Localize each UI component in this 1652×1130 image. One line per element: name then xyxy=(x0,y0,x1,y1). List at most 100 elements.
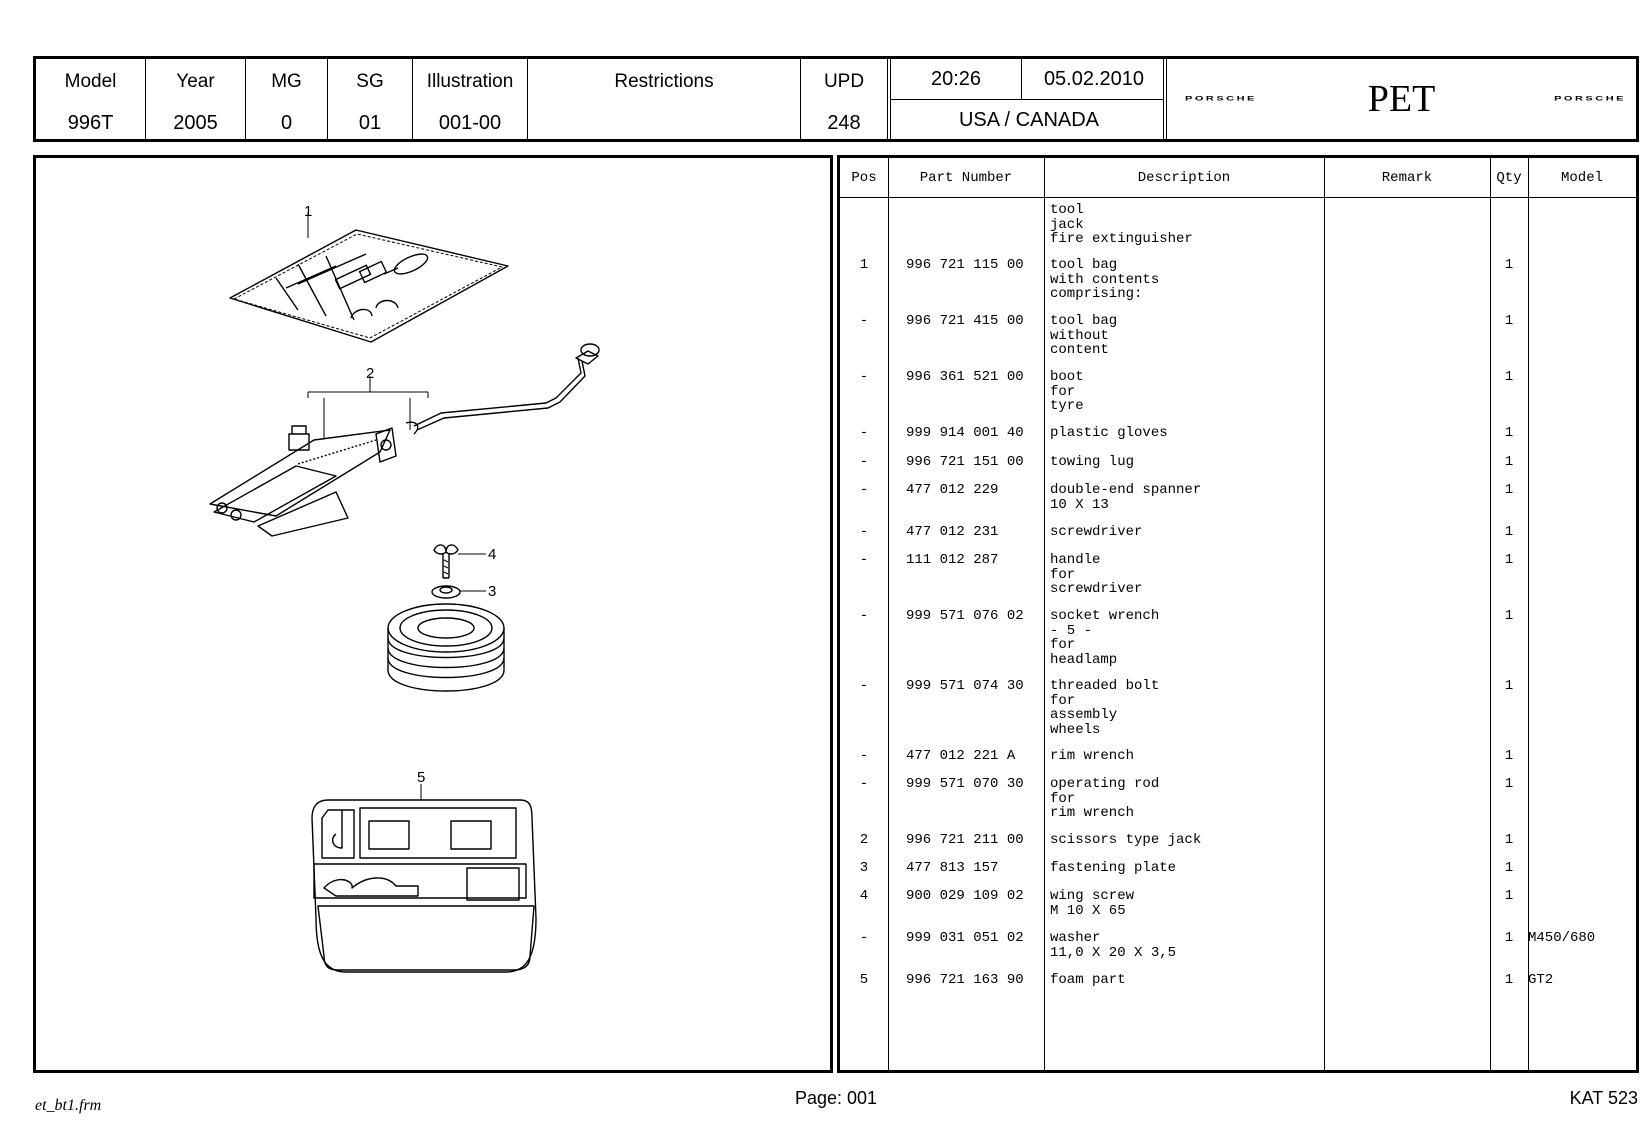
row-description: tool bag with contents comprising: xyxy=(1050,257,1160,302)
restrictions-label: Restrictions xyxy=(614,71,714,92)
column-header-qty: Qty xyxy=(1496,170,1522,186)
sg-value: 01 xyxy=(358,112,382,134)
row-part-number: 999 571 074 30 xyxy=(906,678,1024,694)
row-description: foam part xyxy=(1050,972,1126,988)
row-part-number: 477 012 231 xyxy=(906,524,999,540)
mg-value: 0 xyxy=(280,112,293,134)
row-description: towing lug xyxy=(1050,454,1135,470)
row-description: socket wrench - 5 - for headlamp xyxy=(1050,608,1160,668)
illustration-cell: Illustration 001-00 xyxy=(413,59,528,139)
illustration-panel: 1 2 4 3 5 xyxy=(33,155,833,1073)
row-part-number: 111 012 287 xyxy=(906,552,999,568)
row-part-number: 477 813 157 xyxy=(906,860,999,876)
row-part-number: 996 721 151 00 xyxy=(906,454,1024,470)
row-part-number: 996 721 211 00 xyxy=(906,832,1024,848)
row-description: screwdriver xyxy=(1050,524,1143,540)
row-qty: 1 xyxy=(1504,257,1514,273)
row-pos: - xyxy=(859,482,869,498)
row-qty: 1 xyxy=(1504,888,1514,904)
row-pos: 2 xyxy=(859,832,869,848)
row-qty: 1 xyxy=(1504,776,1514,792)
row-part-number: 999 571 076 02 xyxy=(906,608,1024,624)
row-part-number: 996 361 521 00 xyxy=(906,369,1024,385)
row-qty: 1 xyxy=(1504,552,1514,568)
row-pos: - xyxy=(859,776,869,792)
row-part-number: 477 012 221 A xyxy=(906,748,1016,764)
mg-cell: MG 0 xyxy=(246,59,328,139)
restrictions-cell: Restrictions xyxy=(528,59,801,139)
illustration-value: 001-00 xyxy=(438,112,502,134)
row-pos: 3 xyxy=(859,860,869,876)
row-part-number: 477 012 229 xyxy=(906,482,999,498)
foam-part-drawing xyxy=(311,784,537,973)
row-qty: 1 xyxy=(1504,832,1514,848)
callout-5: 5 xyxy=(417,769,425,786)
row-model: M450/680 xyxy=(1528,930,1596,946)
row-part-number: 996 721 163 90 xyxy=(906,972,1024,988)
row-description: tool bag without content xyxy=(1050,313,1118,358)
row-qty: 1 xyxy=(1504,972,1514,988)
row-part-number: 900 029 109 02 xyxy=(906,888,1024,904)
brand-box: PORSCHE PET PORSCHE xyxy=(1167,59,1636,139)
row-qty: 1 xyxy=(1504,313,1514,329)
column-header-description: Description xyxy=(1137,170,1231,186)
row-qty: 1 xyxy=(1504,748,1514,764)
sg-cell: SG 01 xyxy=(328,59,413,139)
row-part-number: 996 721 415 00 xyxy=(906,313,1024,329)
row-part-number: 999 031 051 02 xyxy=(906,930,1024,946)
model-value: 996T xyxy=(67,112,114,134)
app-title: PET xyxy=(1367,78,1436,120)
exploded-view-drawing: 1 2 4 3 5 xyxy=(209,203,600,973)
parts-table: Pos Part Number Description Remark Qty M… xyxy=(837,155,1639,1073)
row-description: double-end spanner 10 X 13 xyxy=(1050,482,1202,513)
row-qty: 1 xyxy=(1504,482,1514,498)
spare-tyre-drawing xyxy=(387,603,505,692)
header-bar: Model 996T Year 2005 MG 0 SG 01 Illustra… xyxy=(33,56,1639,142)
row-description: fastening plate xyxy=(1050,860,1177,876)
row-pos: - xyxy=(859,930,869,946)
row-part-number: 999 914 001 40 xyxy=(906,425,1024,441)
row-pos: 1 xyxy=(859,257,869,273)
callout-1: 1 xyxy=(304,203,312,220)
row-description: operating rod for rim wrench xyxy=(1050,776,1160,821)
row-description: threaded bolt for assembly wheels xyxy=(1050,678,1160,738)
porsche-logo-right: PORSCHE xyxy=(1554,95,1626,103)
scissors-jack-drawing xyxy=(209,343,600,537)
upd-cell: UPD 248 xyxy=(801,59,891,139)
callout-4: 4 xyxy=(488,546,496,563)
row-pos: - xyxy=(859,608,869,624)
row-description: tool jack fire extinguisher xyxy=(1050,202,1193,247)
porsche-logo-left: PORSCHE xyxy=(1185,95,1257,103)
region-value: USA / CANADA xyxy=(958,109,1100,131)
row-description: wing screw M 10 X 65 xyxy=(1050,888,1135,919)
illustration-label: Illustration xyxy=(426,71,514,92)
column-header-part-number: Part Number xyxy=(919,170,1013,186)
form-name: et_bt1.frm xyxy=(35,1097,102,1114)
date-value: 05.02.2010 xyxy=(1043,68,1145,90)
row-description: handle for screwdriver xyxy=(1050,552,1143,597)
row-qty: 1 xyxy=(1504,524,1514,540)
row-qty: 1 xyxy=(1504,608,1514,624)
sg-label: SG xyxy=(356,71,384,92)
row-pos: - xyxy=(859,524,869,540)
upd-label: UPD xyxy=(823,71,865,92)
row-pos: 5 xyxy=(859,972,869,988)
row-description: boot for tyre xyxy=(1050,369,1084,414)
row-pos: - xyxy=(859,454,869,470)
row-qty: 1 xyxy=(1504,678,1514,694)
row-qty: 1 xyxy=(1504,369,1514,385)
upd-value: 248 xyxy=(827,112,861,134)
row-description: scissors type jack xyxy=(1050,832,1202,848)
mg-label: MG xyxy=(271,71,302,92)
row-pos: - xyxy=(859,425,869,441)
row-pos: - xyxy=(859,369,869,385)
row-pos: 4 xyxy=(859,888,869,904)
tool-bag-drawing xyxy=(229,220,509,343)
column-header-model: Model xyxy=(1560,170,1603,186)
model-cell: Model 996T xyxy=(36,59,146,139)
row-pos: - xyxy=(859,313,869,329)
row-qty: 1 xyxy=(1504,454,1514,470)
row-pos: - xyxy=(859,552,869,568)
fastening-plate-drawing xyxy=(431,585,486,599)
row-model: GT2 xyxy=(1528,972,1554,988)
